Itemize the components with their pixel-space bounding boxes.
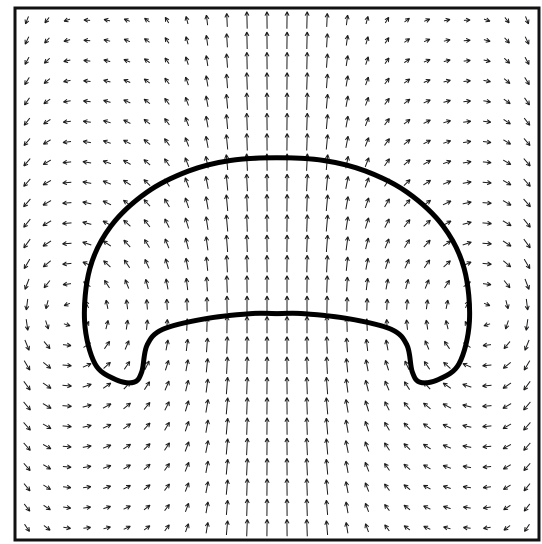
plot-background (0, 0, 542, 544)
vector-field-figure (0, 0, 542, 544)
vector-field-plot (0, 0, 542, 544)
